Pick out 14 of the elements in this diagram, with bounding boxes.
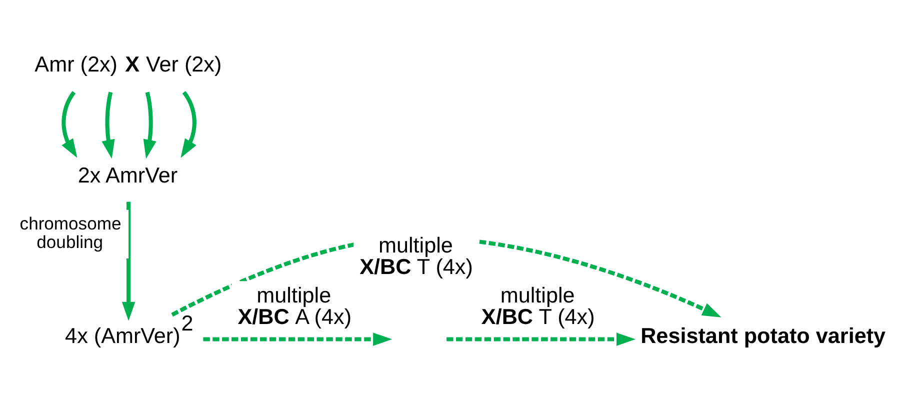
edge-label: chromosome doubling [20,212,122,252]
edge-label: multiple X/BC T (4x) [481,282,595,329]
arrow [446,332,636,346]
arrow [203,332,392,346]
arrow [62,90,78,158]
node-text: Resistant potato variety [640,322,886,348]
arrow [102,91,115,158]
edge-label: multiple X/BC A (4x) [238,282,352,329]
arrow [180,90,196,158]
node-text: Amr (2x) X Ver (2x) [34,51,222,76]
arrow [143,91,156,158]
arrow [122,201,136,320]
node-text: 2x AmrVer [78,162,178,187]
edge-label: multiple X/BC T (4x) [360,232,473,279]
